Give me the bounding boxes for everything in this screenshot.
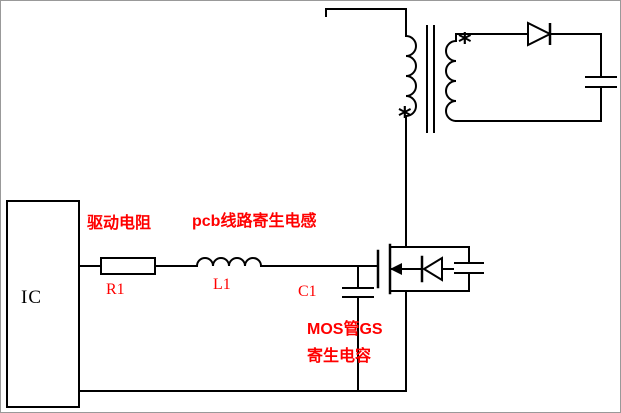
secondary-bottom-wire <box>455 86 602 122</box>
label-c1: C1 <box>298 283 317 300</box>
output-diode <box>527 21 553 47</box>
mosfet-parallel-network <box>405 246 484 292</box>
gate-drive-path <box>78 257 379 392</box>
inductor-l1-symbol <box>195 257 263 268</box>
ic-box <box>6 200 80 408</box>
body-diode-triangle <box>422 256 443 282</box>
output-diode-triangle <box>527 21 553 47</box>
transformer <box>325 8 458 248</box>
resistor-r1-symbol <box>100 257 156 275</box>
primary-top-wire <box>325 8 407 37</box>
mosfet-body-arrow <box>390 263 402 275</box>
transformer-secondary-winding <box>445 39 458 123</box>
label-mos-gs-line1: MOS管GS <box>307 321 383 338</box>
label-mos-gs-line2: 寄生电容 <box>307 348 372 365</box>
primary-polarity-mark: * <box>398 102 412 132</box>
label-pcb-inductance: pcb线路寄生电感 <box>192 213 317 230</box>
label-drive-resistor: 驱动电阻 <box>87 215 152 232</box>
secondary-polarity-mark: * <box>458 28 472 58</box>
mosfet-symbol <box>376 243 423 392</box>
secondary-circuit <box>455 33 617 122</box>
transformer-primary-winding <box>404 34 417 118</box>
ic-label: IC <box>21 287 42 308</box>
label-r1: R1 <box>106 281 125 298</box>
label-l1: L1 <box>213 276 231 293</box>
